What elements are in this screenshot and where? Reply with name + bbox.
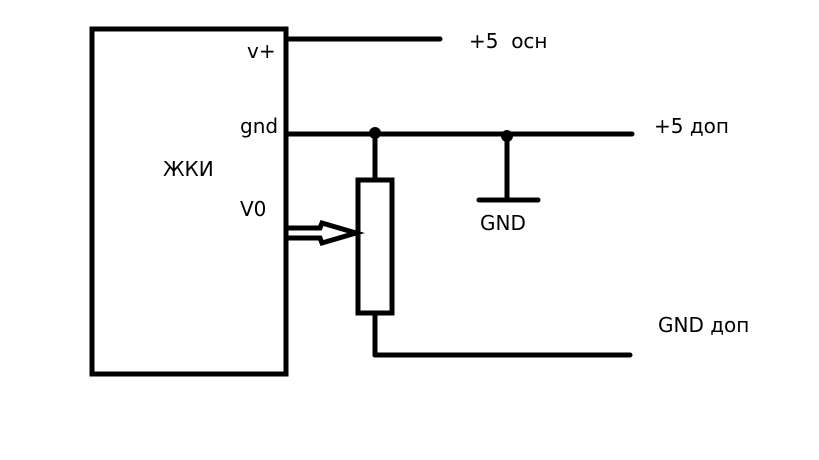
pin-label-vplus: v+ (247, 39, 276, 63)
junction-dot-pot (369, 127, 381, 139)
lcd-label: ЖКИ (163, 157, 214, 181)
wiper-arrow (283, 219, 365, 247)
net-label-plus5-main: +5 осн (469, 29, 548, 53)
net-label-gnd-aux: GND доп (658, 313, 750, 337)
junction-dot-ground (501, 130, 513, 142)
pin-label-v0: V0 (240, 197, 267, 221)
potentiometer-body (355, 177, 395, 316)
lcd-module-box (89, 26, 289, 377)
net-label-plus5-aux: +5 доп (654, 114, 729, 138)
pin-label-gnd: gnd (240, 114, 279, 138)
ground-symbol-label: GND (480, 211, 526, 235)
